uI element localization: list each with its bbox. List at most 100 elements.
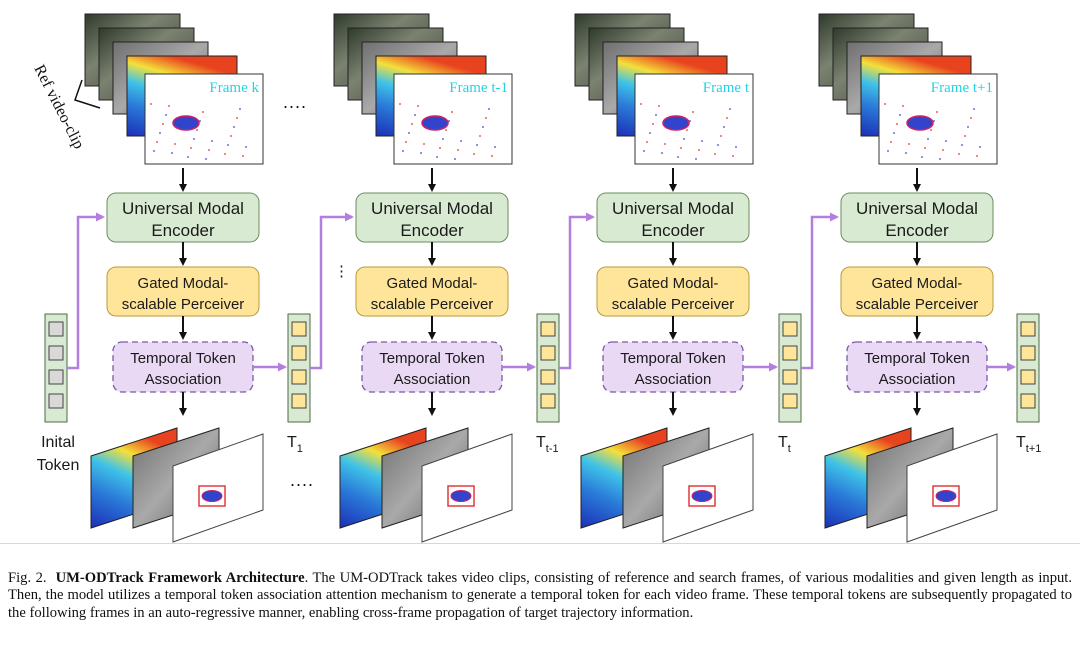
token-cell <box>1020 321 1036 337</box>
token-to-encoder-link <box>559 212 595 370</box>
token-cell <box>291 393 307 409</box>
token-cell <box>1020 345 1036 361</box>
token-cell <box>540 345 556 361</box>
bottom-ellipsis: .... <box>290 470 314 490</box>
event-noise-dot <box>405 141 407 143</box>
event-noise-dot <box>457 149 459 151</box>
event-frame <box>878 73 998 165</box>
temporal-token-3: Tt <box>778 313 802 455</box>
event-noise-dot <box>726 117 728 119</box>
event-noise-dot <box>692 111 694 113</box>
vertical-ellipsis: ⋮ <box>334 263 349 280</box>
event-noise-dot <box>156 141 158 143</box>
token-cell <box>782 369 798 385</box>
event-noise-dot <box>436 156 438 158</box>
temporal-token-4: Tt+1 <box>1016 313 1041 455</box>
event-frame <box>634 73 754 165</box>
association-label-line2: Association <box>145 371 222 388</box>
event-noise-dot <box>723 126 725 128</box>
token-cell <box>1020 369 1036 385</box>
event-noise-dot <box>930 129 932 131</box>
ref-clip-label: Ref video-clip <box>30 62 87 152</box>
event-noise-dot <box>893 132 895 134</box>
event-noise-dot <box>658 105 660 107</box>
caption-text: . The UM-ODTrack takes video clips, cons… <box>8 570 1072 621</box>
association-label-line1: Temporal Token <box>379 350 485 367</box>
frame-label: Frame k <box>209 80 259 96</box>
event-noise-dot <box>717 144 719 146</box>
event-noise-dot <box>399 103 401 105</box>
event-noise-dot <box>488 108 490 110</box>
event-noise-dot <box>967 126 969 128</box>
event-noise-dot <box>168 105 170 107</box>
token-cell <box>782 393 798 409</box>
event-noise-dot <box>896 123 898 125</box>
event-noise-dot <box>199 120 201 122</box>
event-noise-dot <box>442 138 444 140</box>
gated-modal-scalable-perceiver: Gated Modal-scalable Perceiver <box>596 266 750 317</box>
encoder-label-line2: Encoder <box>400 221 464 240</box>
event-noise-dot <box>205 158 207 160</box>
target-object <box>421 115 449 131</box>
event-noise-dot <box>640 103 642 105</box>
caption-fig-number: Fig. 2. <box>8 570 47 586</box>
event-noise-dot <box>902 105 904 107</box>
perceiver-label-line2: scalable Perceiver <box>371 296 494 313</box>
event-noise-dot <box>698 149 700 151</box>
event-noise-dot <box>939 158 941 160</box>
initial-token-label-line1: Inital <box>41 434 75 451</box>
token-cell <box>1020 393 1036 409</box>
tracking-bounding-box <box>447 485 475 507</box>
event-frame <box>144 73 264 165</box>
event-noise-dot <box>887 150 889 152</box>
event-noise-dot <box>414 114 416 116</box>
event-noise-dot <box>924 147 926 149</box>
event-noise-dot <box>701 140 703 142</box>
event-noise-dot <box>491 155 493 157</box>
event-noise-dot <box>964 135 966 137</box>
token-cell <box>48 369 64 385</box>
event-noise-dot <box>476 144 478 146</box>
encoder-label-line1: Universal Modal <box>122 199 244 218</box>
event-noise-dot <box>732 155 734 157</box>
event-noise-dot <box>227 144 229 146</box>
encoder-label-line1: Universal Modal <box>371 199 493 218</box>
event-noise-dot <box>242 155 244 157</box>
event-noise-dot <box>921 156 923 158</box>
tracked-target <box>691 490 713 502</box>
event-noise-dot <box>174 143 176 145</box>
token-label-main: T <box>536 434 546 451</box>
association-label-line2: Association <box>635 371 712 388</box>
temporal-token-1: T1 <box>287 313 311 455</box>
token-cell <box>540 369 556 385</box>
event-noise-dot <box>190 147 192 149</box>
event-noise-dot <box>680 147 682 149</box>
perceiver-label-line2: scalable Perceiver <box>122 296 245 313</box>
ref-clip-bracket <box>74 79 101 109</box>
tracking-bounding-box <box>198 485 226 507</box>
event-noise-dot <box>899 114 901 116</box>
links-layer <box>67 212 1016 372</box>
token-label: T1 <box>287 434 303 455</box>
token-cell <box>291 369 307 385</box>
token-cell <box>48 393 64 409</box>
event-noise-dot <box>236 117 238 119</box>
gated-modal-scalable-perceiver: Gated Modal-scalable Perceiver <box>840 266 994 317</box>
output-frame-stack <box>339 427 513 543</box>
event-noise-dot <box>494 146 496 148</box>
association-label-line2: Association <box>879 371 956 388</box>
event-noise-dot <box>686 129 688 131</box>
event-noise-dot <box>652 123 654 125</box>
tracked-target <box>935 490 957 502</box>
event-noise-dot <box>945 140 947 142</box>
event-noise-dot <box>973 108 975 110</box>
event-noise-dot <box>211 140 213 142</box>
perceiver-label-line1: Gated Modal- <box>872 275 963 292</box>
